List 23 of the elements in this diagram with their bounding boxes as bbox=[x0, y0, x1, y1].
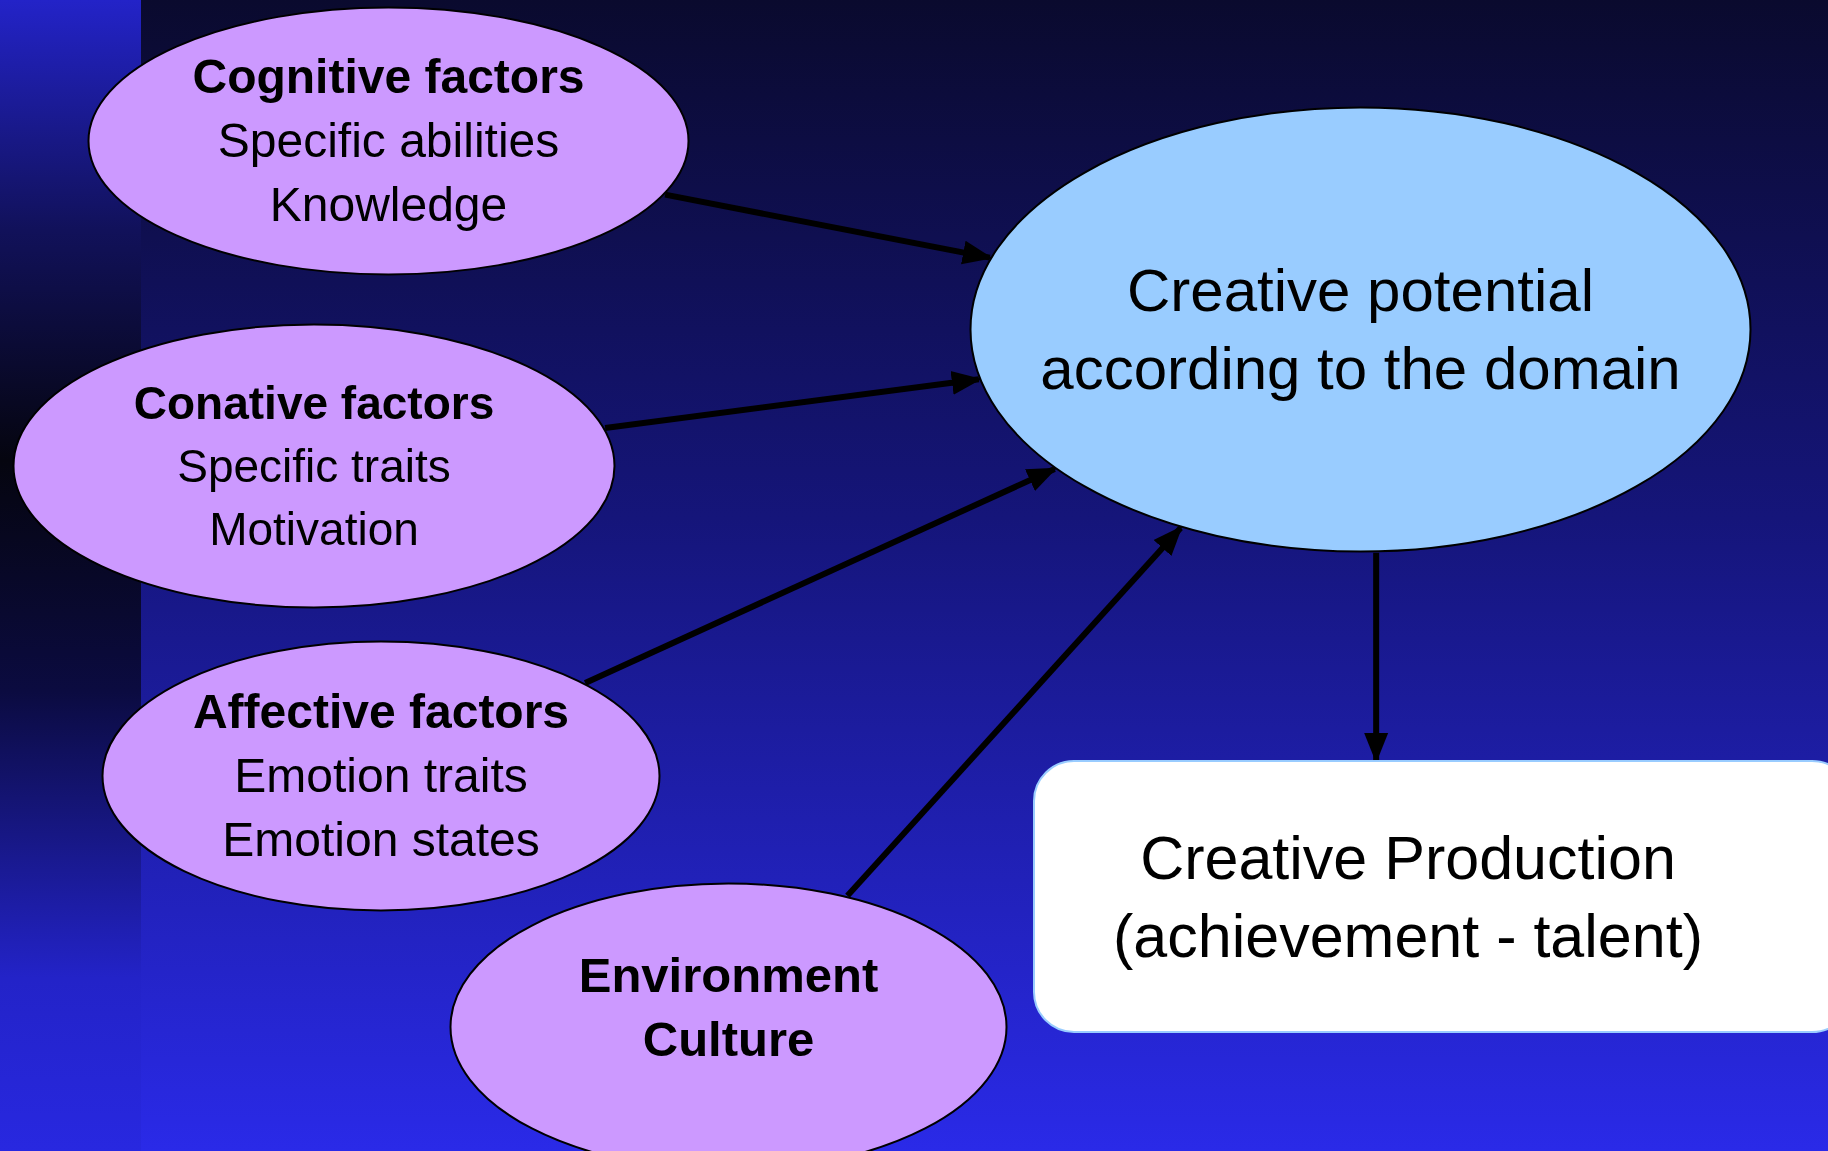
arrow bbox=[664, 191, 993, 265]
node-text: Creative Production (achievement - talent) bbox=[1112, 822, 1704, 972]
node-text: Creative potential according to the domain bbox=[1039, 255, 1682, 404]
node-text: Specific traits bbox=[177, 438, 451, 494]
arrow bbox=[583, 466, 1058, 686]
node-text: Emotion traits bbox=[234, 748, 528, 804]
factor-ellipse bbox=[101, 640, 661, 912]
factor-heading: Affective factors bbox=[192, 684, 570, 740]
node-text: Specific abilities bbox=[217, 113, 560, 169]
node-text: Emotion states bbox=[222, 812, 540, 868]
factor-heading: Culture bbox=[642, 1011, 815, 1068]
arrow bbox=[604, 370, 982, 431]
node-text: Knowledge bbox=[269, 177, 508, 233]
arrow bbox=[1364, 552, 1389, 763]
factor-heading: Conative factors bbox=[133, 375, 495, 431]
potential-ellipse bbox=[969, 106, 1752, 553]
result-box bbox=[1033, 760, 1828, 1033]
factor-heading: Environment bbox=[578, 947, 879, 1004]
node-text: Motivation bbox=[209, 501, 419, 557]
arrow bbox=[845, 525, 1183, 898]
factor-heading: Cognitive factors bbox=[192, 49, 585, 105]
factor-ellipse bbox=[87, 6, 690, 276]
factor-ellipse bbox=[12, 323, 616, 609]
